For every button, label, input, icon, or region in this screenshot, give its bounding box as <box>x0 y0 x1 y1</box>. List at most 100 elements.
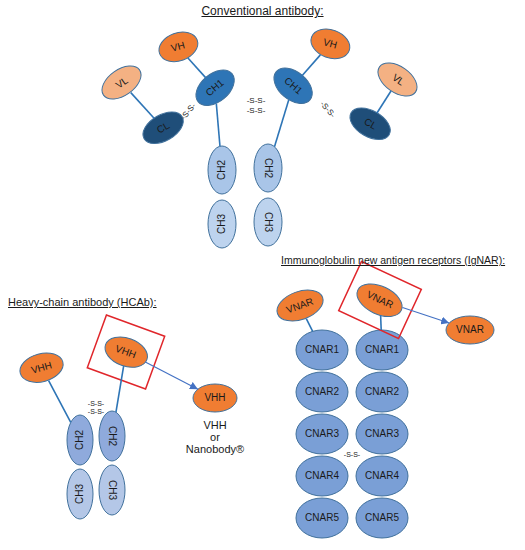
domain-ellipse: CNAR3 <box>355 413 409 455</box>
domain-ellipse: VL <box>377 62 418 97</box>
domain-label: CH3 <box>217 214 227 234</box>
domain-outline <box>254 198 282 246</box>
diagram-title: Conventional antibody: <box>0 4 525 18</box>
domain-label: CNAR3 <box>365 429 399 439</box>
domain-ellipse: CH3 <box>98 464 126 516</box>
domain-ellipse: VL <box>101 65 142 100</box>
linker-line <box>188 58 206 78</box>
highlight-box <box>87 315 164 389</box>
linker-line <box>377 91 391 113</box>
domain-label: CH2 <box>263 158 273 178</box>
domain-label: CH2 <box>107 426 117 446</box>
linker-line <box>380 315 382 330</box>
section-heading: Heavy-chain antibody (HCAb): <box>8 296 157 308</box>
domain-ellipse: VNAR <box>445 315 495 345</box>
domain-ellipse: CH3 <box>253 197 283 247</box>
arrow <box>402 307 449 323</box>
domain-ellipse: CNAR1 <box>355 329 409 371</box>
highlight-box <box>339 262 422 339</box>
domain-ellipse: CNAR5 <box>355 497 409 539</box>
domain-ellipse: CH2 <box>253 143 283 193</box>
disulfide-bond: -S-S- <box>247 97 266 106</box>
domain-outline <box>296 372 348 412</box>
linker-line <box>49 381 71 423</box>
domain-label: CNAR5 <box>305 513 339 523</box>
domain-outline <box>352 277 407 323</box>
domain-ellipse: CL <box>349 107 391 140</box>
linker-line <box>131 93 154 119</box>
domain-ellipse: CNAR3 <box>295 413 349 455</box>
domain-outline <box>67 469 93 519</box>
domain-ellipse: CH1 <box>195 69 235 106</box>
disulfide-bond: -S-S- <box>88 408 104 416</box>
linker-line <box>306 319 312 332</box>
domain-ellipse: VHH <box>104 336 148 368</box>
domain-label: CNAR4 <box>305 471 339 481</box>
domain-outline <box>373 57 424 104</box>
domain-outline <box>99 411 125 461</box>
domain-outline <box>99 465 125 515</box>
domain-label: CH3 <box>107 480 117 500</box>
domain-outline <box>356 330 408 370</box>
domain-ellipse: CNAR5 <box>295 497 349 539</box>
linker-line <box>116 366 124 412</box>
domain-label: CNAR5 <box>365 513 399 523</box>
domain-outline <box>154 27 201 67</box>
domain-outline <box>296 498 348 538</box>
domain-ellipse: VNAR <box>356 283 403 317</box>
domain-ellipse: VH <box>310 28 351 60</box>
domain-ellipse: CH2 <box>207 145 237 195</box>
domain-ellipse: CNAR4 <box>295 455 349 497</box>
domain-label: CH3 <box>75 484 85 504</box>
domain-ellipse: CH3 <box>207 199 237 249</box>
domain-outline <box>137 106 188 151</box>
domain-label: CNAR1 <box>305 345 339 355</box>
domain-outline <box>296 456 348 496</box>
domain-outline <box>344 102 395 147</box>
domain-outline <box>356 414 408 454</box>
domain-outline <box>208 146 236 194</box>
domain-ellipse: VNAR <box>276 289 324 322</box>
domain-outline <box>273 285 328 328</box>
domain-outline <box>101 331 152 372</box>
domain-ellipse: CH2 <box>66 414 94 466</box>
domain-outline <box>356 498 408 538</box>
domain-outline <box>193 384 237 412</box>
domain-outline <box>296 330 348 370</box>
domain-outline <box>446 316 494 344</box>
disulfide-bond: -S-S- <box>88 400 104 408</box>
domain-outline <box>254 144 282 192</box>
domain-ellipse: CL <box>142 111 184 144</box>
domain-outline <box>67 415 93 465</box>
domain-ellipse: CH1 <box>273 67 313 104</box>
domain-outline <box>208 200 236 248</box>
domain-ellipse: VHH <box>19 352 64 383</box>
domain-outline <box>296 414 348 454</box>
domain-label: CNAR2 <box>305 387 339 397</box>
domain-label: CH3 <box>263 212 273 232</box>
domain-outline <box>17 349 67 387</box>
fragment-name: VHH or Nanobody® <box>175 419 255 455</box>
domain-outline <box>97 60 148 107</box>
disulfide-bond: -S-S- <box>180 102 199 122</box>
domain-label: CNAR2 <box>365 387 399 397</box>
domain-label: CNAR4 <box>365 471 399 481</box>
domain-label: CNAR3 <box>305 429 339 439</box>
domain-ellipse: CNAR2 <box>355 371 409 413</box>
domain-ellipse: VH <box>158 31 199 63</box>
disulfide-bond: -S-S- <box>247 107 266 116</box>
domain-outline <box>356 372 408 412</box>
domain-label: VNAR <box>456 325 484 335</box>
domain-ellipse: CNAR2 <box>295 371 349 413</box>
linker-line <box>302 55 320 76</box>
domain-ellipse: CNAR1 <box>295 329 349 371</box>
linker-line <box>216 104 220 147</box>
domain-outline <box>306 24 353 64</box>
domain-ellipse: VHH <box>192 383 238 413</box>
domain-label: CNAR1 <box>365 345 399 355</box>
arrow <box>145 362 198 389</box>
domain-label: VHH <box>204 393 225 403</box>
domain-ellipse: CH2 <box>98 410 126 462</box>
